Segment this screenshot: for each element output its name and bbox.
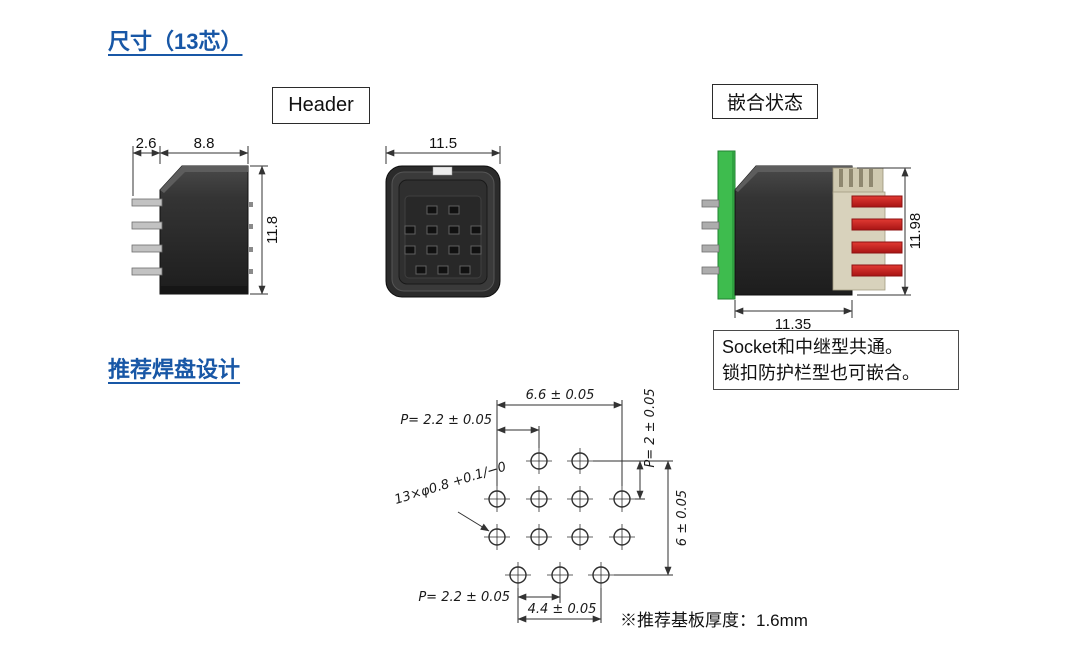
compatibility-note-line2: 锁扣防护栏型也可嵌合。 xyxy=(722,363,920,384)
front-view-dimensions xyxy=(385,146,501,164)
side-view-render xyxy=(131,165,253,295)
mated-view-label: 嵌合状态 xyxy=(712,84,818,119)
dim-pad-pitch-v: P= 2 ± 0.05 xyxy=(643,388,658,467)
dim-pad-span-bottom: 4.4 ± 0.05 xyxy=(528,602,597,617)
header-view-label: Header xyxy=(272,87,370,124)
dim-front-width: 11.5 xyxy=(429,135,457,152)
mated-view-render xyxy=(701,150,903,300)
dim-mated-height: 11.98 xyxy=(907,213,924,249)
mated-left-pins xyxy=(701,199,720,275)
side-view-top-sheen xyxy=(160,166,248,193)
dim-pad-span-h: 6.6 ± 0.05 xyxy=(526,388,595,403)
front-view-render xyxy=(385,165,501,298)
side-view-pin-stubs xyxy=(248,202,253,274)
front-view-key-notch xyxy=(432,166,453,176)
dim-pad-span-v: 6 ± 0.05 xyxy=(675,490,690,546)
mated-view-dimensions xyxy=(734,167,911,318)
dim-side-height: 11.8 xyxy=(264,216,281,244)
dim-side-body-width: 8.8 xyxy=(194,135,215,152)
front-view-recess xyxy=(404,195,482,279)
section-title-dimensions: 尺寸（13芯） xyxy=(108,29,243,54)
pad-layout-drawing: 6.6 ± 0.05 P= 2.2 ± 0.05 P= 2 ± 0.05 6 ±… xyxy=(393,388,690,623)
side-view-pins xyxy=(131,198,163,276)
compatibility-note-line1: Socket和中继型共通。 xyxy=(722,337,904,357)
side-view-dimensions xyxy=(132,146,268,295)
board-thickness-note: ※推荐基板厚度：1.6mm xyxy=(620,611,808,630)
pad-holes xyxy=(484,448,635,588)
dim-pad-pitch-bottom: P= 2.2 ± 0.05 xyxy=(418,590,510,605)
dim-side-pin-length: 2.6 xyxy=(136,135,157,152)
dim-pad-pitch-top: P= 2.2 ± 0.05 xyxy=(400,413,492,428)
dim-mated-width: 11.35 xyxy=(775,316,811,333)
side-view-base xyxy=(160,286,248,294)
compatibility-note: Socket和中继型共通。 锁扣防护栏型也可嵌合。 xyxy=(713,330,959,390)
pad-dimension-lines xyxy=(457,400,673,623)
side-view-body xyxy=(159,165,249,295)
section-title-pad-design: 推荐焊盘设计 xyxy=(108,357,241,382)
front-view-pin-holes xyxy=(404,205,482,275)
mated-socket-comb-slots xyxy=(839,169,873,187)
